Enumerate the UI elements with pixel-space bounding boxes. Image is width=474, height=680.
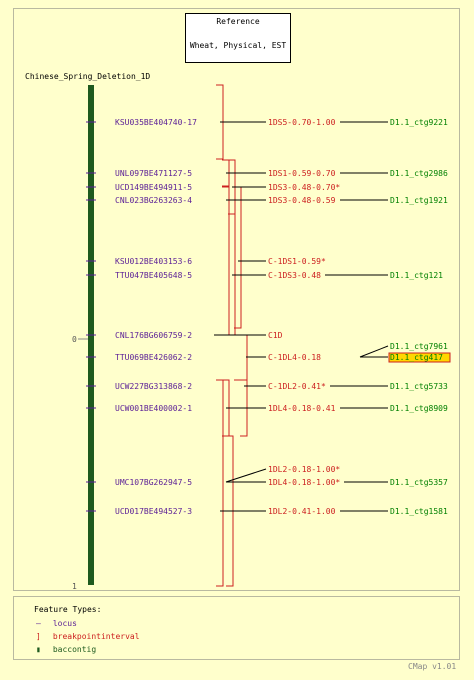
- comparative-map-diagram: 0 1: [72, 84, 451, 591]
- bracket-1ds3-059[interactable]: [222, 186, 230, 336]
- legend-item-breakpoint: ] breakpointinterval: [36, 632, 140, 641]
- map-frame: [13, 8, 460, 591]
- breakpoint-label[interactable]: C-1DL4-0.18: [268, 353, 321, 362]
- locus-label[interactable]: UCD017BE494527-3: [115, 507, 192, 516]
- cmap-credit: CMap v1.01: [408, 662, 457, 671]
- legend-label: baccontig: [52, 645, 97, 654]
- breakpoint-label[interactable]: 1DL4-0.18-1.00*: [268, 478, 340, 487]
- bracket-c1dl4[interactable]: [234, 334, 248, 381]
- contig-label[interactable]: D1.1_ctg9221: [390, 118, 448, 127]
- axis-start-label: 0: [72, 335, 77, 344]
- breakpoint-label[interactable]: 1DS1-0.59-0.70: [268, 169, 336, 178]
- legend-item-locus: — locus: [36, 619, 77, 628]
- breakpoint-label[interactable]: C1D: [268, 331, 283, 340]
- reference-subtitle: Wheat, Physical, EST: [189, 41, 287, 50]
- contig-labels: D1.1_ctg9221 D1.1_ctg2986 D1.1_ctg1921 D…: [388, 118, 451, 516]
- breakpoint-label[interactable]: 1DL2-0.41-1.00: [268, 507, 336, 516]
- contig-label[interactable]: D1.1_ctg2986: [390, 169, 448, 178]
- breakpoint-labels: 1DS5-0.70-1.00 1DS1-0.59-0.70 1DS3-0.48-…: [268, 118, 340, 516]
- locus-label[interactable]: KSU035BE404740-17: [115, 118, 197, 127]
- connector-lines: [214, 121, 389, 512]
- locus-label[interactable]: UCW227BG313868-2: [115, 382, 192, 391]
- axis-end-label: 1: [72, 582, 77, 591]
- breakpoint-label[interactable]: 1DL2-0.18-1.00*: [268, 465, 340, 474]
- legend-label: breakpointinterval: [52, 632, 140, 641]
- locus-label[interactable]: UCW001BE400002-1: [115, 404, 192, 413]
- map-name[interactable]: Chinese_Spring_Deletion_1D: [25, 72, 151, 81]
- locus-label[interactable]: KSU012BE403153-6: [115, 257, 192, 266]
- locus-label[interactable]: UCD149BE494911-5: [115, 183, 192, 192]
- locus-label[interactable]: TTU047BE405648-5: [115, 271, 192, 280]
- breakpoint-label[interactable]: 1DL4-0.18-0.41: [268, 404, 336, 413]
- bracket-1dl2-041[interactable]: [216, 379, 224, 587]
- contig-label-highlighted[interactable]: D1.1_ctg417: [390, 353, 443, 362]
- contig-label[interactable]: D1.1_ctg5357: [390, 478, 448, 487]
- locus-label[interactable]: TTU069BE426062-2: [115, 353, 192, 362]
- legend-item-baccontig: ▮ baccontig: [36, 645, 96, 654]
- highlight-box: [388, 352, 451, 363]
- contig-label[interactable]: D1.1_ctg8909: [390, 404, 448, 413]
- bracket-symbol-icon: ]: [36, 632, 41, 641]
- breakpoint-label[interactable]: 1DS3-0.48-0.70*: [268, 183, 340, 192]
- breakpoint-label[interactable]: 1DS3-0.48-0.59: [268, 196, 336, 205]
- legend-title: Feature Types:: [34, 605, 102, 614]
- contig-label[interactable]: D1.1_ctg1581: [390, 507, 448, 516]
- locus-label[interactable]: UMC107BG262947-5: [115, 478, 192, 487]
- locus-label[interactable]: CNL023BG263263-4: [115, 196, 192, 205]
- reference-box[interactable]: Reference Wheat, Physical, EST: [185, 13, 291, 63]
- bar-symbol-icon: ▮: [36, 645, 41, 654]
- contig-label[interactable]: D1.1_ctg5733: [390, 382, 448, 391]
- locus-label[interactable]: CNL176BG606759-2: [115, 331, 192, 340]
- contig-label[interactable]: D1.1_ctg1921: [390, 196, 448, 205]
- breakpoint-label[interactable]: C-1DS1-0.59*: [268, 257, 326, 266]
- legend-label: locus: [52, 619, 77, 628]
- breakpoint-label[interactable]: C-1DS3-0.48: [268, 271, 321, 280]
- breakpoint-label[interactable]: C-1DL2-0.41*: [268, 382, 326, 391]
- breakpoint-label[interactable]: 1DS5-0.70-1.00: [268, 118, 336, 127]
- reference-title: Reference: [216, 17, 260, 26]
- locus-label[interactable]: UNL097BE471127-5: [115, 169, 192, 178]
- loci: KSU035BE404740-17 UNL097BE471127-5 UCD14…: [86, 118, 197, 516]
- contig-label[interactable]: D1.1_ctg121: [390, 271, 443, 280]
- contig-label[interactable]: D1.1_ctg7961: [390, 342, 448, 351]
- legend: Feature Types: — locus ] breakpointinter…: [13, 596, 460, 660]
- locus-symbol-icon: —: [36, 619, 41, 628]
